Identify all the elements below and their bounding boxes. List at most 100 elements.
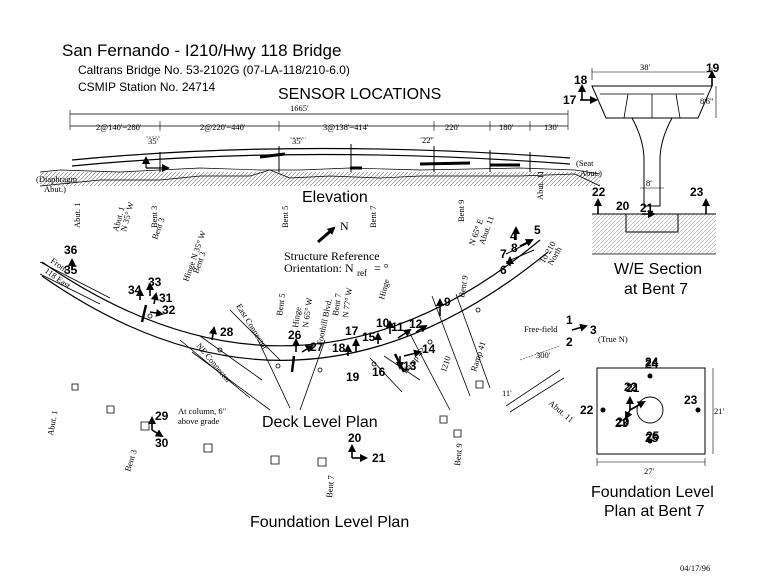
sensor-label-8: 8 [511,241,518,255]
foundation-plan-labels: Abut. 1 Bent 3 Bent 7 Bent 9 At column, … [45,406,464,498]
sensor-label-22: 22 [624,380,638,394]
sensor-label-32: 32 [162,303,176,317]
structure-reference-line2: Orientation: N [284,261,354,275]
free-field-label: Free-field [524,324,558,334]
free-field-offset: 11' [502,388,512,398]
bent-9-bottom-label: Bent 9 [452,443,464,466]
foundation-bent7 [597,368,713,466]
sensor-arrow-27 [302,344,314,352]
at-column-label-1: At column, 6" [178,406,226,416]
seat-abut-label: Abut.) [580,168,602,178]
bent7-foundation-title-2: Plan at Bent 7 [604,503,705,520]
section-title-1: W/E Section [614,261,702,278]
sensor-label-10: 10 [376,316,390,330]
sensor-label-extra-3: 22 [592,185,606,199]
structure-reference-sub: ref [357,268,367,278]
total-length: 1665' [290,103,309,113]
span-4: 220' [445,122,460,132]
foundation-plan-title: Foundation Level Plan [250,514,409,531]
sensor-label-6: 6 [500,263,507,277]
sensor-arrow-21-bent7 [630,401,646,410]
sensor-label-27: 27 [310,340,324,354]
sensor-label-extra-2: 19 [706,61,720,75]
sensor-arrow-3 [572,323,588,332]
seat-label: (Seat [576,158,594,168]
sensor-label-extra-12: 25 [646,429,660,443]
sensor-label-extra-0: 17 [563,93,577,107]
sensor-arrow-5 [520,239,534,246]
sensor-arrow-12 [416,324,428,332]
sensor-label-extra-11: 24 [645,357,659,371]
sensor-label-29: 29 [155,409,169,423]
sensor-label-2: 2 [566,335,573,349]
abut-1-bottom-label: Abut. 1 [45,409,59,436]
sensor-label-21: 21 [372,451,386,465]
bent7-foundation-title-1: Foundation Level [591,484,714,501]
diaphragm-abut-label: Abut.) [44,184,66,194]
bent-7-label: Bent 7 [368,206,378,228]
sensor-label-extra-4: 23 [690,185,704,199]
sensor-label-extra-6: 21 [640,201,654,215]
sensor-label-36: 36 [64,243,78,257]
sensor-arrow-31 [150,292,159,304]
elevation-pier-labels: Abut. 1 Bent 3 Bent 5 Bent 7 Bent 9 Abut… [72,171,545,228]
abut-11-bottom-label: Abut. 11 [547,398,576,425]
station-number: CSMIP Station No. 24714 [78,80,216,94]
hinge-right-label: Hinge [376,278,391,301]
sensor-label-1: 1 [566,313,573,327]
sensor-arrow-32 [150,309,164,317]
column-width: 8' [646,178,652,188]
sensor-label-7: 7 [500,247,507,261]
offset-3: 22' [422,135,433,145]
north-arrow: N [318,219,349,242]
sensor-label-15: 15 [362,330,376,344]
sensor-label-26: 26 [288,328,302,342]
abut-11-label: Abut. 11 [535,171,545,200]
sensor-label-20: 20 [348,431,362,445]
offset-2: 35' [292,136,303,146]
bridge-number: Caltrans Bridge No. 53-2102G (07-LA-118/… [78,63,350,77]
structure-reference-tail: = ° [374,261,389,275]
bent-9-label: Bent 9 [456,200,466,222]
span-3: 3@138'=414' [323,122,369,132]
elevation-title: Elevation [302,189,368,206]
abut1-angle-value: N 35° W [118,201,135,233]
bent-7-bottom-label: Bent 7 [324,475,336,498]
bent-3-bottom-label: Bent 3 [122,448,138,472]
deck-plan-title: Deck Level Plan [262,414,378,431]
sensor-label-31: 31 [159,291,173,305]
we-section [592,68,716,254]
at-column-label-2: above grade [178,416,220,426]
title: San Fernando - I210/Hwy 118 Bridge [62,41,341,60]
sensor-label-30: 30 [155,436,169,450]
sensor-label-extra-8: 20 [616,415,630,429]
structure-reference-line1: Structure Reference [284,249,380,263]
sensor-label-5: 5 [534,223,541,237]
sensor-label-3: 3 [590,323,597,337]
span-6: 130' [544,122,559,132]
abut-1-label: Abut. 1 [72,203,82,229]
sensor-label-28: 28 [220,325,234,339]
sensor-arrow-28 [209,326,217,340]
sensor-label-19: 19 [346,370,360,384]
span-5: 180' [499,122,514,132]
bent7-plan-label: Bent 7 [330,293,343,317]
north-label: N [340,219,349,233]
sensor-heading: SENSOR LOCATIONS [278,86,441,103]
sensor-label-4: 4 [510,229,517,243]
sensor-label-extra-10: 23 [684,393,698,407]
sensor-label-16: 16 [372,365,386,379]
bent7-angle-label: N 77° W [340,287,354,318]
free-field-distance: 300' [536,350,551,360]
bent-5-label: Bent 5 [280,206,290,228]
elevation-view [40,110,600,186]
sensor-label-extra-9: 22 [580,403,594,417]
sensor-label-17: 17 [345,324,359,338]
sensor-label-18: 18 [332,341,346,355]
true-n-label: (True N) [598,334,628,344]
sensor-label-extra-5: 20 [616,199,630,213]
sensor-label-13: 13 [403,359,417,373]
ne-connector-label: NE Connector [194,341,233,385]
bent-3-label: Bent 3 [149,206,159,228]
